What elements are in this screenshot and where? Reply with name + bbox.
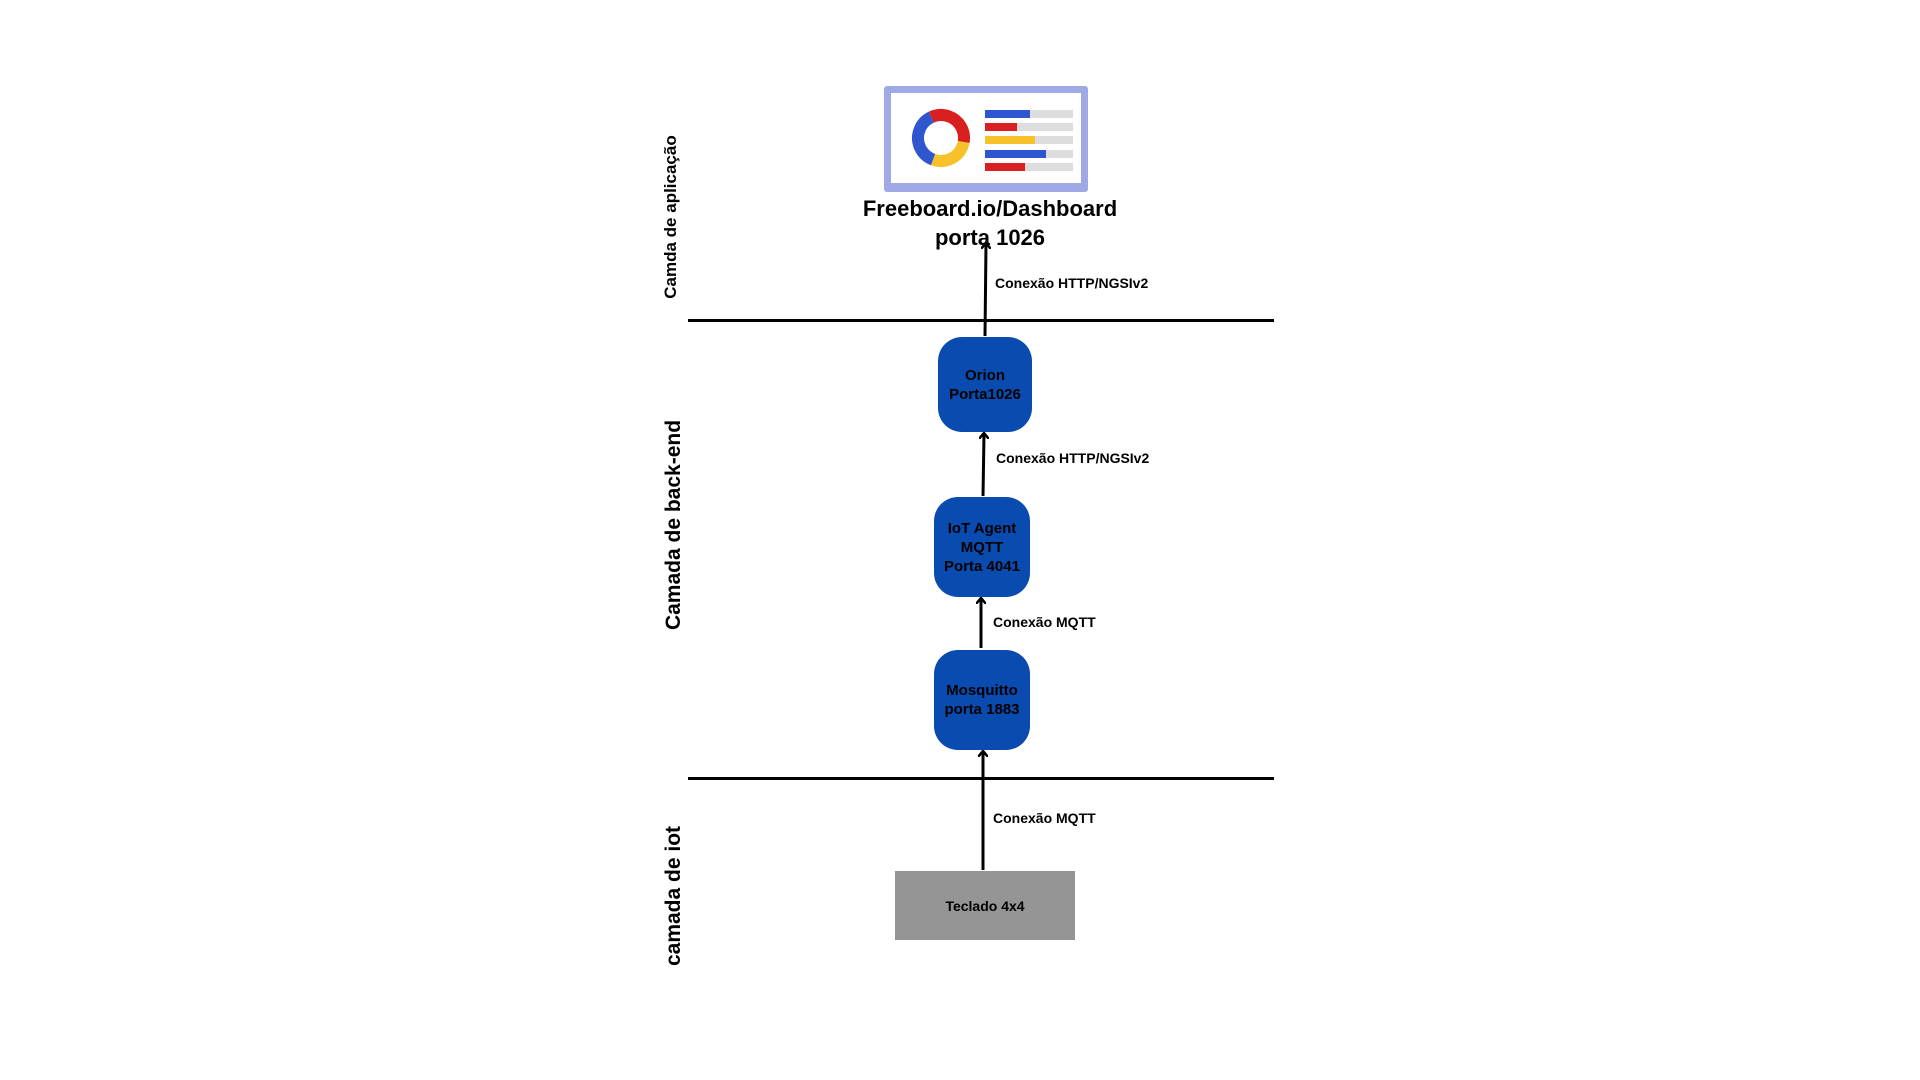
bar-list-icon (985, 110, 1073, 171)
connection-label-agent-orion: Conexão HTTP/NGSIv2 (996, 450, 1150, 466)
app-title-line1: Freeboard.io/Dashboard (862, 196, 1118, 221)
node-mosquitto: Mosquitto porta 1883 (934, 650, 1030, 750)
dashboard-monitor-icon (884, 86, 1088, 192)
dashboard-chart-graphic (912, 109, 1073, 171)
connection-label-mosquitto-agent: Conexão MQTT (993, 614, 1096, 630)
arrow-orion-to-app (985, 244, 986, 337)
node-iot-agent: IoT Agent MQTT Porta 4041 (934, 497, 1030, 597)
connection-label-orion-app: Conexão HTTP/NGSIv2 (995, 275, 1149, 291)
layer-divider-bottom (688, 777, 1274, 780)
monitor-screen (891, 93, 1081, 183)
device-keypad: Teclado 4x4 (895, 871, 1075, 940)
layer-divider-top (688, 319, 1274, 322)
node-orion: Orion Porta1026 (938, 337, 1032, 432)
donut-chart-icon (912, 109, 970, 167)
connection-label-device-mosquitto: Conexão MQTT (993, 810, 1096, 826)
arrow-agent-to-orion (983, 434, 984, 497)
